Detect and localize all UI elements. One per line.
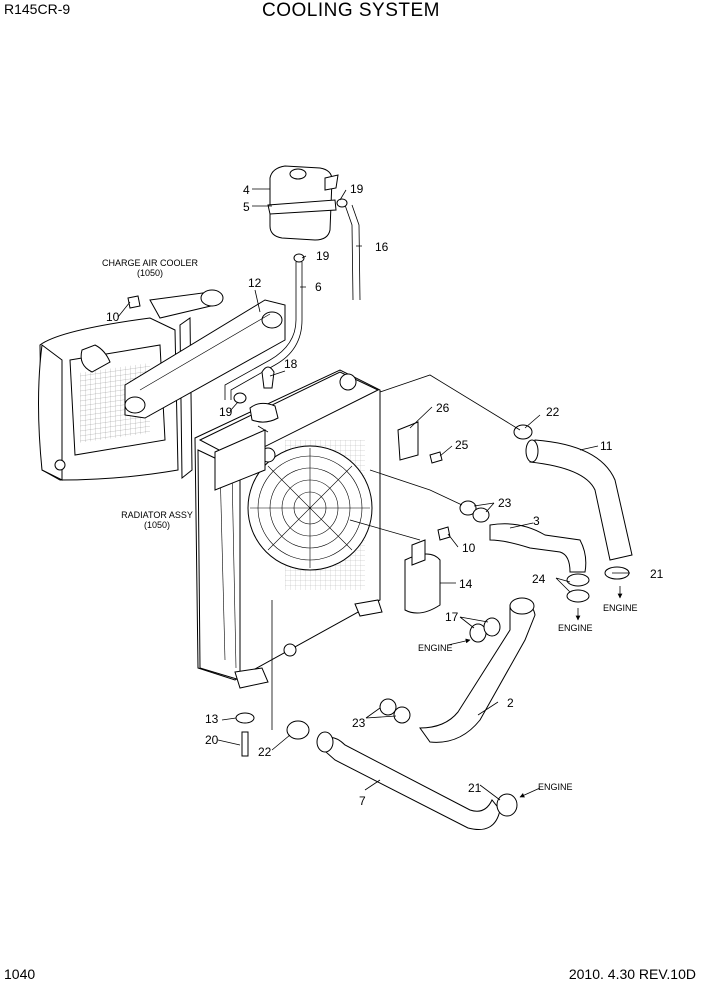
note-radiator-assy-ref: (1050) — [144, 520, 170, 530]
cover-14-tab — [411, 539, 426, 566]
clamp-24-b — [566, 589, 590, 603]
clamp-19-top — [336, 198, 348, 208]
note-radiator-assy: RADIATOR ASSY — [121, 510, 193, 520]
hose-7-end — [316, 731, 334, 753]
page-title: COOLING SYSTEM — [261, 0, 441, 21]
clamp-23-b — [472, 507, 490, 523]
callout: 18 — [284, 357, 298, 371]
expansion-tank — [267, 165, 339, 241]
callout: 14 — [459, 577, 473, 591]
hose-3 — [489, 523, 587, 573]
note-engine-2: ENGINE — [558, 623, 593, 633]
leader-lines — [117, 188, 630, 801]
bolt-10-lower — [437, 526, 451, 541]
callout: 21 — [468, 781, 482, 795]
clamp-23-d — [393, 706, 411, 724]
page-number: 1040 — [4, 966, 36, 982]
callout: 25 — [455, 438, 469, 452]
clip-18 — [261, 366, 275, 389]
hose-7 — [317, 737, 501, 830]
bolt-20 — [241, 731, 249, 757]
clamp-17-b — [483, 617, 501, 637]
callout: 10 — [106, 310, 120, 324]
callout: 26 — [436, 401, 450, 415]
callout: 22 — [258, 745, 272, 759]
callout: 10 — [462, 541, 476, 555]
callout: 7 — [359, 794, 366, 808]
radiator-assembly — [194, 369, 383, 689]
callout: 21 — [650, 567, 664, 581]
callout: 23 — [352, 716, 366, 730]
callout: 23 — [498, 496, 512, 510]
callout: 5 — [243, 200, 250, 214]
clamp-23-a — [459, 500, 477, 516]
callout: 2 — [507, 696, 514, 710]
hose-6 — [224, 262, 297, 400]
revision-date: 2010. 4.30 REV.10D — [568, 966, 696, 982]
hose-2-end — [509, 597, 535, 615]
header: R145CR-9 COOLING SYSTEM — [0, 0, 702, 24]
callout: 19 — [219, 405, 233, 419]
callout: 19 — [350, 182, 364, 196]
clamp-21-lower — [496, 793, 518, 817]
clamp-24-a — [566, 573, 590, 587]
clamp-22-bottom — [286, 720, 310, 740]
washer-13 — [235, 712, 255, 724]
support-bracket — [124, 299, 286, 419]
callout-numbers: 4 5 19 16 19 6 12 10 18 19 26 22 25 11 2… — [106, 182, 664, 808]
bracket-26 — [397, 421, 419, 461]
callout: 3 — [533, 514, 540, 528]
callout: 4 — [243, 183, 250, 197]
clamp-19-low — [233, 392, 247, 404]
hose-16-edge — [351, 204, 361, 301]
clamp-23-c — [379, 698, 397, 716]
callout: 24 — [532, 572, 546, 586]
hose-11-end — [525, 439, 539, 463]
hose-16 — [344, 204, 354, 301]
model-number: R145CR-9 — [4, 1, 71, 17]
note-charge-air-cooler-ref: (1050) — [137, 268, 163, 278]
callout: 17 — [445, 610, 459, 624]
callout: 22 — [546, 405, 560, 419]
callout: 12 — [248, 276, 262, 290]
callout: 20 — [205, 733, 219, 747]
note-engine-1: ENGINE — [603, 603, 638, 613]
callout: 13 — [205, 712, 219, 726]
note-engine-3: ENGINE — [418, 643, 453, 653]
callout: 16 — [375, 240, 389, 254]
clamp-19-mid — [293, 253, 305, 263]
bolt-25 — [429, 451, 443, 464]
callout: 6 — [315, 280, 322, 294]
clamp-22-top — [513, 424, 533, 440]
bolt-10-upper — [127, 295, 141, 309]
note-engine-4: ENGINE — [538, 782, 573, 792]
note-charge-air-cooler: CHARGE AIR COOLER — [102, 258, 199, 268]
callout: 11 — [600, 439, 613, 453]
cover-14 — [404, 553, 441, 614]
hose-6-edge — [230, 262, 303, 400]
callout: 19 — [316, 249, 330, 263]
hose-11 — [529, 439, 633, 561]
